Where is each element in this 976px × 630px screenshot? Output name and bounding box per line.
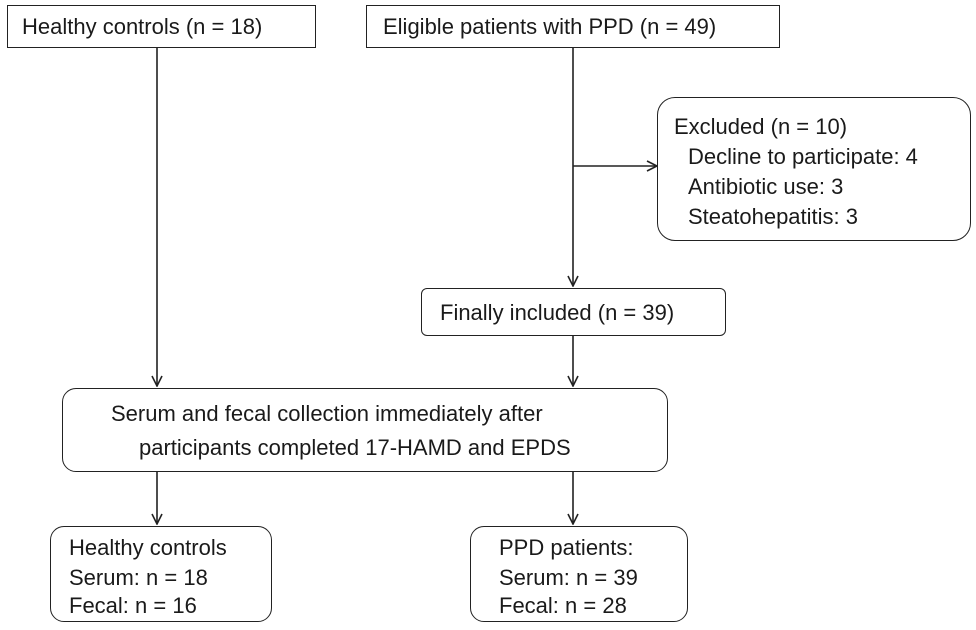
finally-included-label: Finally included (n = 39) [440,300,675,325]
result-line: Fecal: n = 28 [499,593,627,618]
collection-line: Serum and fecal collection immediately a… [111,401,543,426]
healthy-controls-label: Healthy controls (n = 18) [22,14,263,39]
eligible-patients-box: Eligible patients with PPD (n = 49) [366,5,780,48]
result-line: Fecal: n = 16 [69,593,197,618]
collection-line: participants completed 17-HAMD and EPDS [139,435,571,460]
excluded-title: Excluded (n = 10) [674,114,848,139]
healthy-controls-box: Healthy controls (n = 18) [7,5,316,48]
finally-included-box: Finally included (n = 39) [421,288,726,336]
excluded-item: Antibiotic use: 3 [688,174,844,199]
result-line: Serum: n = 39 [499,565,638,590]
collection-box: Serum and fecal collection immediately a… [62,388,668,472]
result-line: Serum: n = 18 [69,565,208,590]
result-line: Healthy controls [69,535,227,560]
excluded-item: Decline to participate: 4 [688,144,918,169]
excluded-item: Steatohepatitis: 3 [688,204,859,229]
eligible-patients-label: Eligible patients with PPD (n = 49) [383,14,717,39]
ppd-patients-result-box: PPD patients: Serum: n = 39 Fecal: n = 2… [470,526,688,622]
excluded-box: Excluded (n = 10) Decline to participate… [657,97,971,241]
result-line: PPD patients: [499,535,634,560]
healthy-controls-result-box: Healthy controls Serum: n = 18 Fecal: n … [50,526,272,622]
